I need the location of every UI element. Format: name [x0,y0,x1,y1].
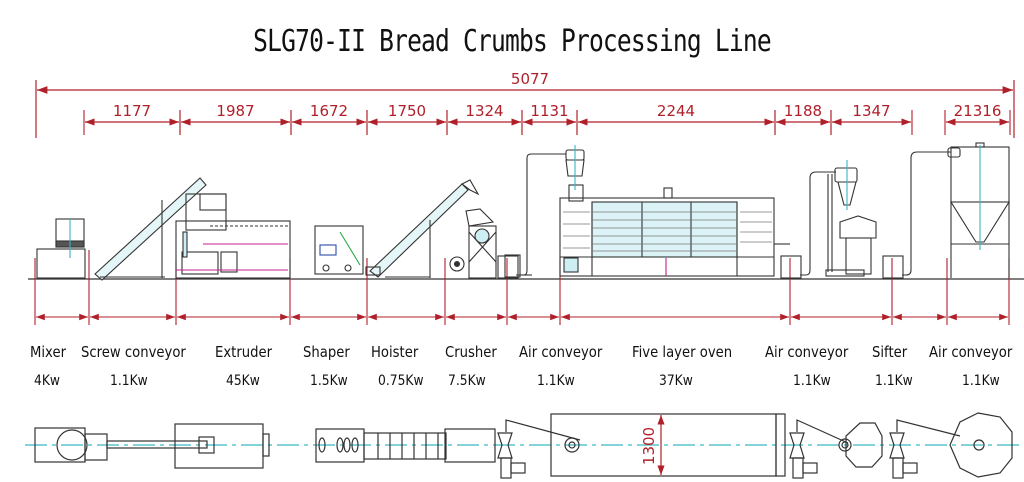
segment-dimension-label: 1347 [852,102,890,120]
equipment-name: Air conveyor [765,343,849,361]
equipment-name: Hoister [371,343,419,361]
equipment-name: Crusher [445,343,497,361]
segment-dimension-label: 1131 [530,102,568,120]
air-conveyor-2-plan [789,419,849,479]
equipment-power: 1.1Kw [537,373,575,389]
crusher-plan [497,419,581,479]
mixer-elevation [36,218,86,279]
segment-dimension-label: 1987 [216,102,254,120]
segment-dimension-label: 2244 [657,102,695,120]
silo-plan [949,412,1013,478]
segment-dimension-label: 1750 [388,102,426,120]
overall-dimension: 5077 [35,70,1015,138]
equipment-name: Sifter [872,343,908,361]
five-layer-oven-elevation [559,187,775,277]
hoister-elevation [365,179,480,278]
equipment-power: 4Kw [34,373,61,389]
shaper-elevation [314,225,364,275]
equipment-power: 1.1Kw [793,373,831,389]
segment-dimensions: 1177 1987 1672 1750 1324 1131 2244 1188 1347 2131… [83,102,1011,135]
air-conveyor-1-elevation [504,145,585,278]
lower-dimensions [34,250,1010,325]
equipment-name: Air conveyor [929,343,1013,361]
equipment-name: Air conveyor [519,343,603,361]
overall-dimension-label: 5077 [511,70,549,88]
storage-silo-elevation [950,142,1010,278]
equipment-name: Five layer oven [632,343,733,361]
equipment-name: Shaper [303,343,350,361]
equipment-power: 1.5Kw [310,373,348,389]
equipment-power: 45Kw [226,373,260,389]
sifter-elevation [825,160,877,277]
equipment-name: Extruder [215,343,273,361]
air-conveyor-3-elevation [882,147,961,279]
screw-conveyor-plan [106,440,208,449]
oven-width-dimension: 1300 [640,415,665,475]
extruder-plan [174,423,270,469]
equipment-power: 7.5Kw [448,373,486,389]
oven-plan [550,413,786,477]
equipment-power: 1.1Kw [962,373,1000,389]
extruder-elevation [175,193,291,279]
sifter-plan [838,422,883,468]
equipment-power: 37Kw [659,373,693,389]
segment-dimension-label: 21316 [954,102,1002,120]
svg-text:1300: 1300 [640,427,658,465]
equipment-power: 1.1Kw [875,373,913,389]
equipment-power: 1.1Kw [110,373,148,389]
segment-dimension-label: 1672 [310,102,348,120]
crusher-elevation [449,208,519,279]
segment-dimension-label: 1188 [784,102,822,120]
segment-dimension-label: 1324 [465,102,503,120]
equipment-name: Screw conveyor [81,343,186,361]
equipment-name: Mixer [30,343,67,361]
drawing-title: SLG70-II Bread Crumbs Processing Line [253,24,771,59]
screw-conveyor-elevation [94,177,207,281]
hoister-plan [363,428,496,463]
equipment-power: 0.75Kw [378,373,424,389]
air-conveyor-3-plan [889,419,961,479]
air-conveyor-2-elevation [774,171,836,279]
segment-dimension-label: 1177 [113,102,151,120]
